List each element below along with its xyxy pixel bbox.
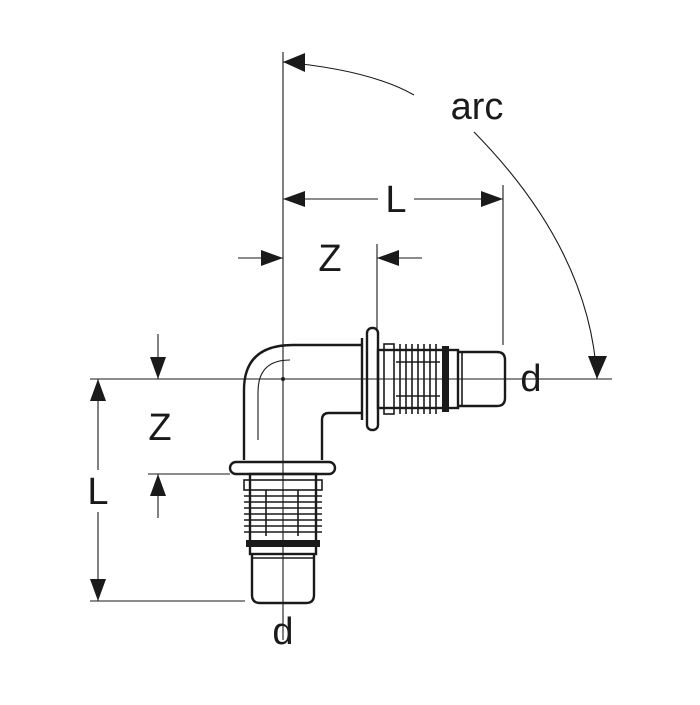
arc-line-lower	[473, 131, 598, 380]
label-l-vertical: L	[87, 471, 108, 513]
label-l-horizontal: L	[385, 179, 406, 221]
arrowhead-right	[481, 191, 503, 207]
label-z-horizontal: Z	[318, 238, 341, 280]
arrowhead-top	[90, 379, 106, 401]
label-arc: arc	[451, 86, 504, 128]
sleeve-lip-h	[383, 343, 395, 415]
pipe-end-vertical	[250, 554, 316, 605]
pipe-end-horizontal	[458, 350, 507, 408]
arrowhead-z-left	[261, 250, 283, 266]
label-d-horizontal: d	[520, 358, 541, 400]
center-point	[281, 377, 285, 381]
seal-band-horizontal	[442, 346, 449, 412]
horizontal-branch	[360, 326, 507, 432]
grip-ribs-horizontal	[396, 344, 449, 414]
sleeve-lip-v	[243, 479, 323, 491]
arrowhead-bottom	[90, 579, 106, 601]
elbow-shade-curve	[257, 359, 291, 440]
arrowhead-left	[283, 191, 305, 207]
elbow-body	[242, 343, 362, 460]
label-d-vertical: d	[272, 611, 293, 653]
grip-ribs-vertical	[244, 490, 322, 547]
elbow-outer-curve	[242, 343, 362, 460]
vertical-branch	[228, 460, 337, 605]
dimension-arc: arc	[282, 53, 607, 380]
dimension-l-vertical: L	[87, 379, 109, 601]
elbow-inner-curve	[320, 411, 362, 460]
dimension-z-horizontal: Z	[238, 238, 422, 280]
dimension-l-horizontal: L	[283, 179, 503, 221]
arc-arrowhead-right	[588, 356, 607, 379]
arrowhead-z-right	[377, 250, 399, 266]
dimension-z-vertical: Z	[148, 334, 172, 518]
arrowhead-z-top	[150, 357, 166, 379]
arrowhead-z-bottom	[150, 474, 166, 496]
arc-arrowhead-left	[283, 53, 305, 72]
label-z-vertical: Z	[148, 407, 171, 449]
seal-band-vertical	[246, 540, 320, 547]
